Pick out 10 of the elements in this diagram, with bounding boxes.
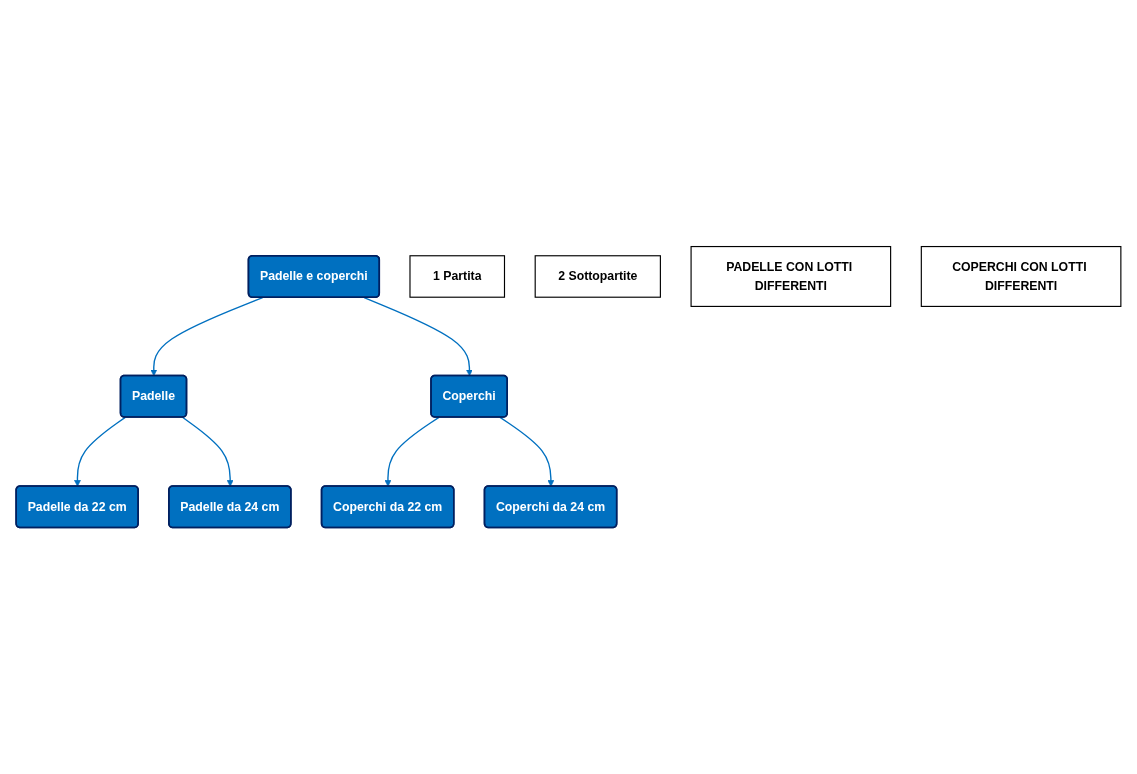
arrow	[74, 416, 126, 487]
arrow	[384, 416, 440, 487]
arrow	[181, 416, 234, 487]
node-box: 2 Sottopartite	[534, 255, 661, 298]
node-box: 1 Partita	[409, 255, 506, 298]
arrow	[150, 296, 264, 377]
arrow	[363, 296, 473, 377]
node-box: COPERCHI CON LOTTI DIFFERENTI	[920, 245, 1122, 307]
node-box: PADELLE CON LOTTI DIFFERENTI	[690, 245, 892, 307]
arrow	[499, 416, 555, 487]
